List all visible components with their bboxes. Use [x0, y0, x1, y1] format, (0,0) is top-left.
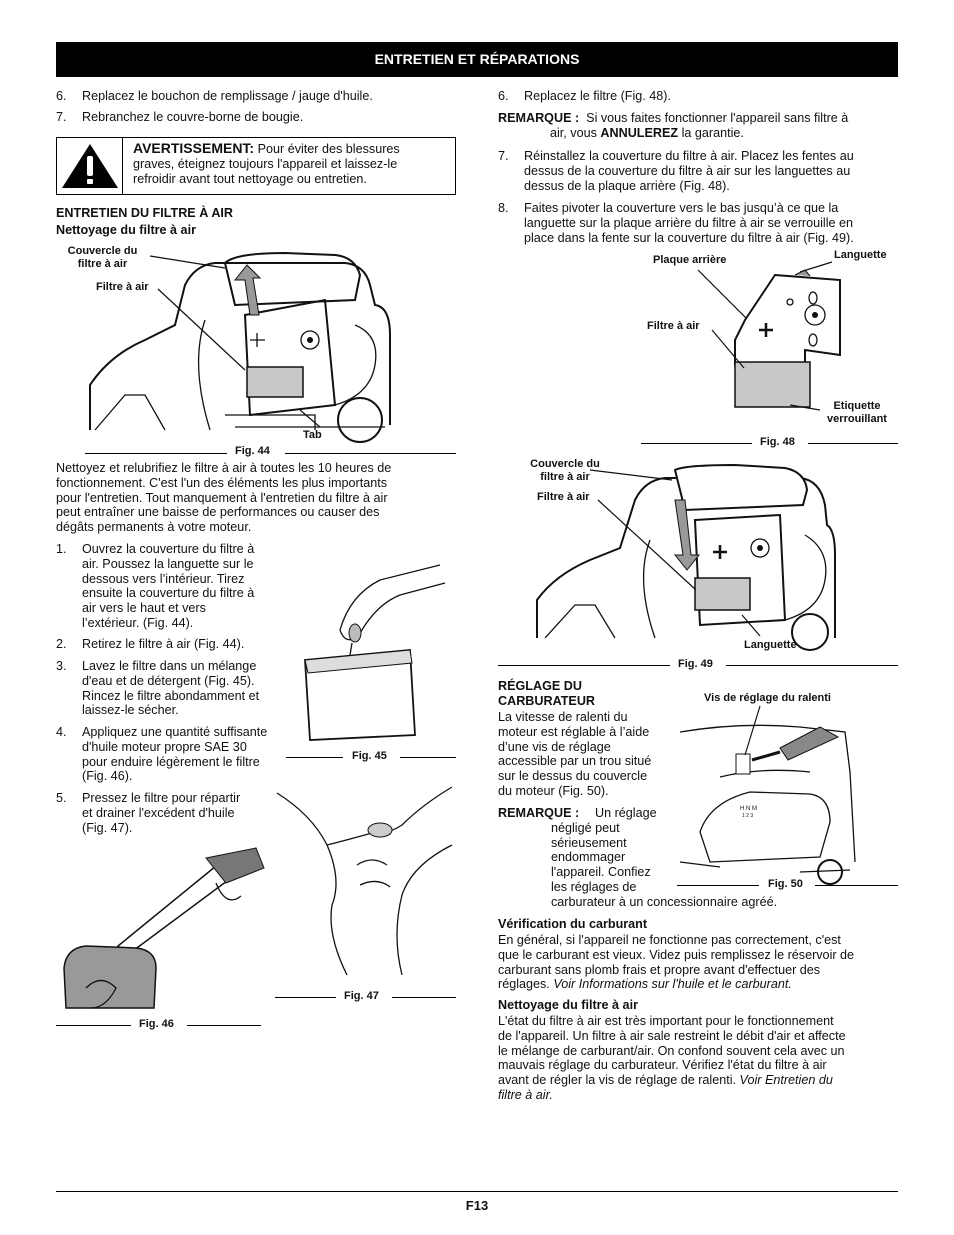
- fig-50-callout: Vis de réglage du ralenti: [704, 692, 831, 704]
- reglage-title: RÉGLAGE DU CARBURATEUR: [498, 679, 596, 708]
- fig-50-rule-right: [815, 885, 898, 886]
- reglage-text: La vitesse de ralenti du moteur est régl…: [498, 710, 652, 798]
- footer-rule: [56, 1191, 898, 1192]
- fig-44-rule-right: [285, 453, 456, 454]
- maintenance-paragraph: Nettoyez et relubrifiez le filtre à air …: [56, 461, 392, 535]
- fig-47-rule-left: [275, 997, 336, 998]
- warning-label: AVERTISSEMENT:: [133, 140, 255, 156]
- section-title: ENTRETIEN DU FILTRE À AIR: [56, 206, 234, 220]
- fig-48-callout-plaque: Plaque arrière: [653, 254, 727, 266]
- fig-48-callout-etiquette: Etiquette verrouillant: [827, 400, 887, 425]
- fig-44-callout-filter: Filtre à air: [96, 281, 149, 293]
- remarque-2-last: carburateur à un concessionnaire agréé.: [551, 895, 778, 909]
- step-6-left: 6. Replacez le bouchon de remplissage / …: [56, 89, 373, 103]
- fig-48-rule-right: [808, 443, 898, 444]
- fig-49-rule-left: [498, 665, 670, 666]
- fig-44-callout-tab: Tab: [303, 429, 322, 441]
- step-5: 5. Pressez le filtre pour répartir et dr…: [56, 791, 241, 835]
- step-2: 2. Retirez le filtre à air (Fig. 44).: [56, 637, 245, 651]
- fig-46-caption: Fig. 46: [139, 1018, 174, 1030]
- fig-45-rule-right: [400, 757, 456, 758]
- fig-45-illustration: [304, 564, 446, 741]
- fig-48-illustration: [734, 269, 841, 408]
- step-1: 1. Ouvrez la couverture du filtre à air.…: [56, 542, 255, 630]
- fig-46-illustration: [63, 847, 265, 1009]
- fig-47-rule-right: [392, 997, 456, 998]
- fig-48-rule-left: [641, 443, 752, 444]
- section-subtitle: Nettoyage du filtre à air: [56, 223, 196, 237]
- svg-text:1 2 3: 1 2 3: [742, 813, 753, 819]
- fig-44-callout-cover: Couvercle du filtre à air: [67, 245, 138, 270]
- fig-47-illustration: [276, 786, 453, 976]
- warning-box: AVERTISSEMENT: Pour éviter des blessures…: [56, 137, 456, 195]
- remarque-2-text: Un réglage négligé peut sérieusement end…: [551, 806, 657, 894]
- fig-49-callout-cover: Couvercle du filtre à air: [530, 458, 600, 483]
- remarque-1: REMARQUE : Si vous faites fonctionner l'…: [498, 111, 849, 140]
- fig-50-rule-left: [677, 885, 759, 886]
- warning-triangle-icon: [62, 144, 118, 188]
- nettoyage-text: L'état du filtre à air est très importan…: [498, 1014, 846, 1102]
- step-7-left: 7. Rebranchez le couvre-borne de bougie.: [56, 110, 304, 124]
- step-7-right: 7. Réinstallez la couverture du filtre à…: [498, 149, 854, 193]
- nettoyage-title: Nettoyage du filtre à air: [498, 998, 638, 1012]
- section-banner: ENTRETIEN ET RÉPARATIONS: [56, 42, 898, 77]
- fig-45-caption: Fig. 45: [352, 750, 387, 762]
- fig-44-rule-left: [85, 453, 227, 454]
- fig-50-illustration: H N M 1 2 3: [679, 724, 856, 885]
- remarque-2-label: REMARQUE :: [498, 806, 580, 820]
- fig-44-caption: Fig. 44: [235, 445, 270, 457]
- step-3: 3. Lavez le filtre dans un mélange d'eau…: [56, 659, 260, 718]
- fig-45-rule-left: [286, 757, 343, 758]
- step-6-right: 6. Replacez le filtre (Fig. 48).: [498, 89, 671, 103]
- step-8-right: 8. Faites pivoter la couverture vers le …: [498, 201, 854, 245]
- fig-44-illustration: [89, 251, 391, 443]
- fig-49-callout-filter: Filtre à air: [537, 491, 590, 503]
- fig-46-rule-left: [56, 1025, 131, 1026]
- fig-48-callout-filtre: Filtre à air: [647, 320, 700, 332]
- fig-49-caption: Fig. 49: [678, 658, 713, 670]
- fig-48-callout-languette: Languette: [834, 249, 887, 261]
- fig-49-callout-languette: Languette: [744, 639, 797, 651]
- warning-icon-cell: [57, 138, 123, 194]
- fig-48-caption: Fig. 48: [760, 436, 795, 448]
- page-number: F13: [465, 1198, 489, 1213]
- step-4: 4. Appliquez une quantité suffisante d'h…: [56, 725, 268, 784]
- fig-46-rule-right: [187, 1025, 261, 1026]
- fig-49-rule-right: [726, 665, 898, 666]
- verif-title: Vérification du carburant: [498, 917, 648, 931]
- fig-49-illustration: [536, 463, 836, 651]
- fig-50-caption: Fig. 50: [768, 878, 803, 890]
- svg-text:H N M: H N M: [740, 806, 757, 812]
- verif-text: En général, si l'appareil ne fonctionne …: [498, 933, 855, 992]
- fig-47-caption: Fig. 47: [344, 990, 379, 1002]
